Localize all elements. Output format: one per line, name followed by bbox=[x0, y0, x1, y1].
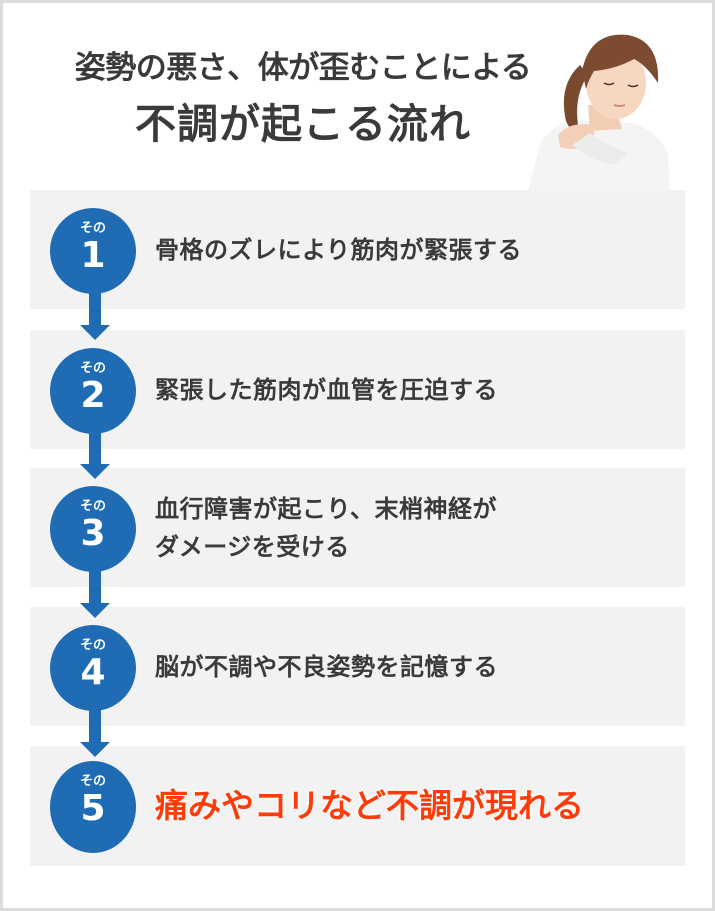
step-text-line-1: 血行障害が起こり、末梢神経が bbox=[155, 494, 498, 523]
step-4: その 4 脳が不調や不良姿勢を記憶する bbox=[30, 607, 685, 726]
step-text: 骨格のズレにより筋肉が緊張する bbox=[155, 235, 523, 264]
arrow-down-icon bbox=[80, 566, 110, 618]
step-prefix: その bbox=[79, 221, 106, 236]
step-1: その 1 骨格のズレにより筋肉が緊張する bbox=[30, 190, 685, 309]
step-number-badge: その 5 bbox=[50, 761, 136, 853]
step-number: 2 bbox=[80, 375, 106, 416]
step-number-badge: その 1 bbox=[50, 208, 136, 294]
step-2: その 2 緊張した筋肉が血管を圧迫する bbox=[30, 330, 685, 449]
step-number: 5 bbox=[80, 788, 106, 829]
arrow-down-icon bbox=[80, 288, 110, 340]
step-number: 4 bbox=[80, 652, 106, 693]
step-prefix: その bbox=[79, 638, 106, 653]
step-number-badge: その 3 bbox=[50, 486, 136, 572]
step-text-line-2: ダメージを受ける bbox=[155, 532, 350, 561]
step-text-highlight: 痛みやコリなど不調が現れる bbox=[155, 785, 584, 825]
step-number: 3 bbox=[80, 513, 106, 554]
step-prefix: その bbox=[79, 499, 106, 514]
woman-holding-shoulder-photo bbox=[518, 25, 673, 193]
title-line-1: 姿勢の悪さ、体が歪むことによる bbox=[74, 50, 532, 86]
step-prefix: その bbox=[79, 361, 106, 376]
step-text: 脳が不調や不良姿勢を記憶する bbox=[155, 652, 498, 681]
step-number: 1 bbox=[80, 235, 106, 276]
step-prefix: その bbox=[79, 774, 106, 789]
step-number-badge: その 2 bbox=[50, 348, 136, 434]
step-number-badge: その 4 bbox=[50, 625, 136, 711]
arrow-down-icon bbox=[80, 705, 110, 757]
step-5: その 5 痛みやコリなど不調が現れる bbox=[30, 746, 685, 866]
page-title: 姿勢の悪さ、体が歪むことによる 不調が起こる流れ bbox=[3, 47, 603, 153]
title-line-2: 不調が起こる流れ bbox=[135, 100, 471, 148]
arrow-down-icon bbox=[80, 427, 110, 479]
step-text: 緊張した筋肉が血管を圧迫する bbox=[155, 375, 498, 404]
step-text: 血行障害が起こり、末梢神経が ダメージを受ける bbox=[155, 468, 675, 587]
step-3: その 3 血行障害が起こり、末梢神経が ダメージを受ける bbox=[30, 468, 685, 587]
flow-card: 姿勢の悪さ、体が歪むことによる 不調が起こる流れ bbox=[3, 3, 712, 908]
